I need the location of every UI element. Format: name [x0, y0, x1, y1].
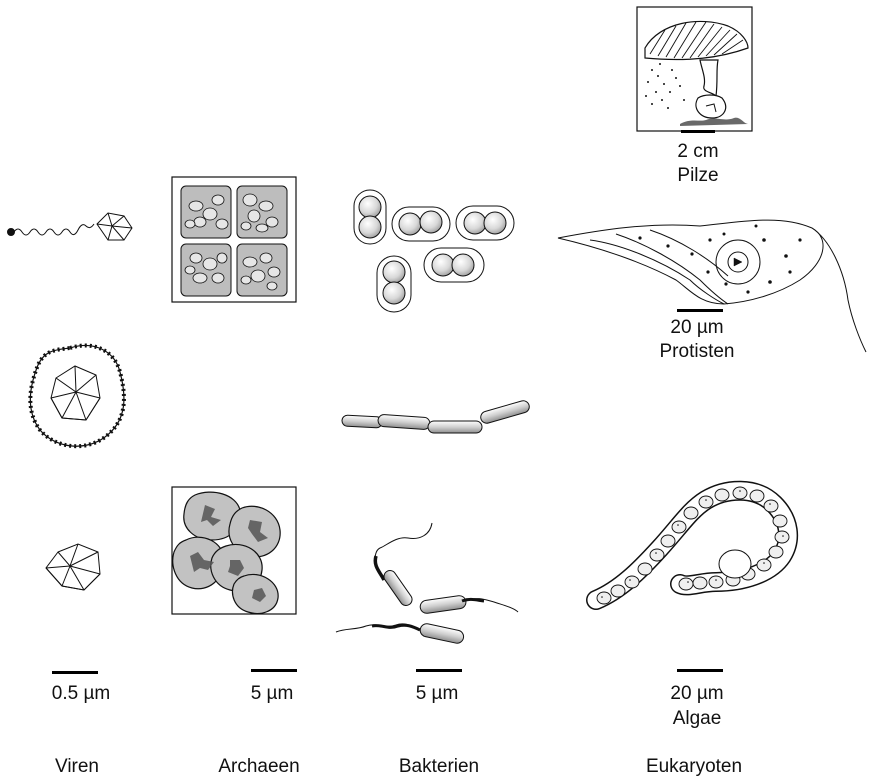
bacteriophage — [8, 213, 133, 240]
archaea-cluster — [172, 487, 296, 614]
flagellated-bacteria — [336, 523, 518, 644]
group-label-eukaryotes: Eukaryoten — [646, 757, 742, 776]
algae-filament — [596, 487, 789, 604]
group-label-archaea: Archaeen — [218, 757, 299, 776]
scale-bar-archaea — [251, 669, 297, 672]
enveloped-virus — [30, 345, 124, 446]
scale-label-archaea: 5 µm — [251, 684, 294, 703]
scale-bar-protists — [677, 309, 723, 312]
scale-label-algae: 20 µm — [670, 684, 723, 703]
kingdom-label-fungi: Pilze — [677, 166, 718, 185]
scale-label-viruses: 0.5 µm — [52, 684, 110, 703]
scale-label-protists: 20 µm — [670, 318, 723, 337]
scale-bar-viruses — [52, 671, 98, 674]
kingdom-label-algae: Algae — [673, 709, 722, 728]
mushroom — [637, 7, 752, 131]
group-label-viruses: Viren — [55, 757, 99, 776]
scale-bar-bacteria — [416, 669, 462, 672]
scale-bar-fungi — [681, 130, 715, 133]
scale-bar-algae — [677, 669, 723, 672]
group-label-bacteria: Bakterien — [399, 757, 479, 776]
scale-label-bacteria: 5 µm — [416, 684, 459, 703]
diplococci — [354, 190, 514, 312]
kingdom-label-protists: Protisten — [660, 342, 735, 361]
archaea-tetrad — [172, 177, 296, 302]
rod-chain — [342, 399, 531, 433]
scale-label-fungi: 2 cm — [677, 142, 718, 161]
icosahedral-virus — [46, 544, 100, 590]
